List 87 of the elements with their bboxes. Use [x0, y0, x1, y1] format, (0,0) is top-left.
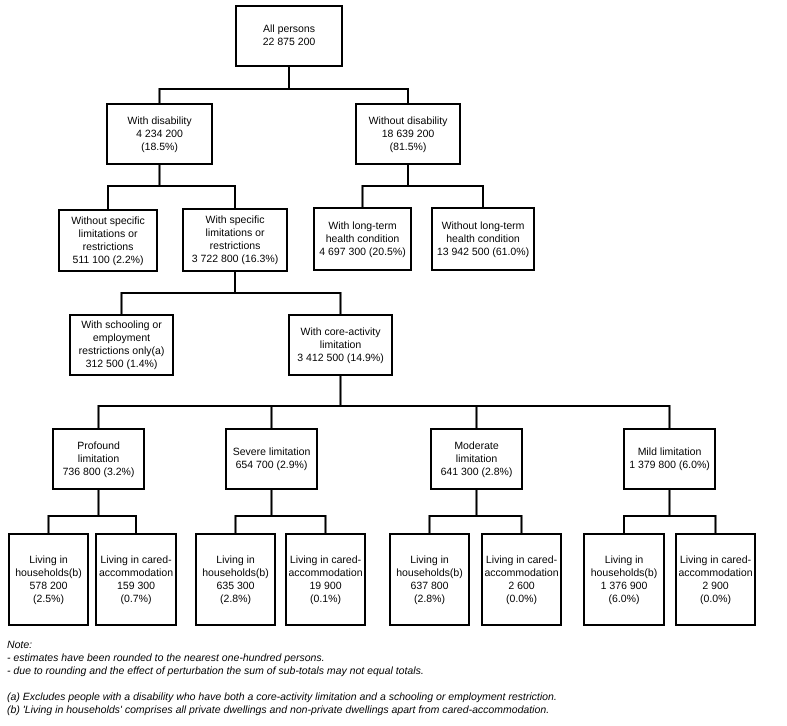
category-name: Without long-term health condition: [440, 220, 526, 246]
category-name: Living in cared-accommodation: [98, 554, 174, 580]
count-value: (18.5%): [141, 140, 178, 154]
category-name: Moderate limitation: [453, 440, 500, 466]
connector-line: [407, 165, 484, 207]
count-value: 1 379 800 (6.0%): [629, 459, 710, 472]
category-name: Living in cared-accommodation: [484, 554, 559, 580]
count-value: 4 234 200: [136, 128, 183, 140]
category-box: [182, 208, 288, 272]
count-value: 1 376 900: [600, 580, 648, 592]
connector-line: [668, 490, 716, 533]
count-value: 19 900: [309, 580, 342, 592]
count-value: 641 300 (2.8%): [440, 466, 512, 478]
category-box: [58, 209, 158, 272]
category-name: Living in cared-accommodation: [678, 554, 753, 580]
category-box: [8, 533, 89, 626]
connector-line: [288, 67, 409, 103]
category-box: [481, 533, 562, 626]
category-box: [430, 428, 523, 490]
count-value: 736 800 (3.2%): [62, 466, 134, 478]
category-box: [623, 428, 716, 490]
category-box: [106, 103, 213, 165]
count-value: 511 100 (2.2%): [72, 254, 144, 266]
category-name: With disability: [127, 114, 192, 128]
category-box: [69, 314, 174, 376]
count-value: 3 412 500 (14.9%): [297, 352, 384, 364]
connector-line: [158, 165, 236, 208]
category-box: [288, 314, 393, 376]
count-value: 2 900: [702, 580, 729, 592]
count-value: 637 800: [410, 580, 448, 592]
category-name: With long-term health condition: [324, 220, 400, 246]
category-name: Mild limitation: [638, 446, 702, 459]
note-text: - estimates have been rounded to the nearest one-hundred persons.: [7, 652, 326, 665]
category-box: [52, 428, 145, 490]
count-value: (0.0%): [506, 592, 537, 606]
category-box: [389, 533, 470, 626]
connector-line: [98, 490, 137, 533]
category-name: Living in households(b): [395, 554, 464, 580]
count-value: (0.1%): [310, 592, 341, 606]
note-text: (a) Excludes people with a disability who have both a core-activity limitation and a schooling or employment restriction.: [7, 691, 557, 704]
count-value: 22 875 200: [262, 36, 316, 49]
count-value: 654 700 (2.9%): [236, 459, 308, 472]
count-value: 18 639 200: [382, 128, 434, 140]
count-value: (2.8%): [220, 592, 251, 606]
category-name: All persons: [263, 23, 315, 36]
category-name: Living in households(b): [14, 554, 83, 580]
category-box: [431, 207, 535, 271]
category-name: Living in households(b): [201, 554, 270, 580]
count-value: (81.5%): [390, 140, 426, 154]
count-value: 312 500 (1.4%): [86, 358, 158, 371]
category-box: [225, 428, 318, 490]
category-box: [195, 533, 276, 626]
category-name: With specific limitations or restrictions: [204, 214, 266, 253]
connector-line: [340, 376, 670, 428]
connector-line: [234, 272, 342, 314]
category-name: Living in households(b): [590, 554, 658, 580]
count-value: (2.8%): [414, 592, 445, 606]
count-value: 4 697 300 (20.5%): [319, 246, 406, 258]
category-box: [235, 5, 343, 67]
category-name: Without specific limitations or restrictions: [70, 214, 146, 254]
count-value: 635 300: [216, 580, 254, 592]
category-name: With schooling or employment restrictions only(a): [78, 319, 166, 358]
category-box: [583, 533, 665, 626]
connector-line: [270, 490, 326, 533]
connector-line: [476, 490, 522, 533]
category-name: Living in cared-accommodation: [288, 554, 363, 580]
count-value: 2 600: [508, 580, 535, 592]
category-box: [95, 533, 177, 626]
category-name: Without disability: [368, 114, 448, 128]
note-text: (b) 'Living in households' comprises all private dwellings and non-private dwellings apart from cared-accommodation.: [7, 704, 550, 717]
note-text: - due to rounding and the effect of perturbation the sum of sub-totals may not equal totals.: [7, 665, 425, 678]
category-box: [285, 533, 366, 626]
count-value: (2.5%): [33, 592, 64, 606]
category-name: With core-activity limitation: [300, 326, 382, 352]
count-value: (0.0%): [700, 592, 731, 606]
category-name: Severe limitation: [232, 446, 310, 459]
note-text: Note:: [7, 639, 34, 652]
category-name: Profound limitation: [76, 440, 121, 466]
count-value: 159 300: [117, 580, 155, 592]
category-box: [313, 207, 412, 271]
count-value: (6.0%): [608, 592, 640, 606]
count-value: 3 722 800 (16.3%): [192, 253, 278, 266]
count-value: (0.7%): [120, 592, 152, 606]
category-box: [355, 103, 461, 165]
category-box: [675, 533, 756, 626]
count-value: 13 942 500 (61.0%): [436, 246, 530, 258]
count-value: 578 200: [30, 580, 68, 592]
